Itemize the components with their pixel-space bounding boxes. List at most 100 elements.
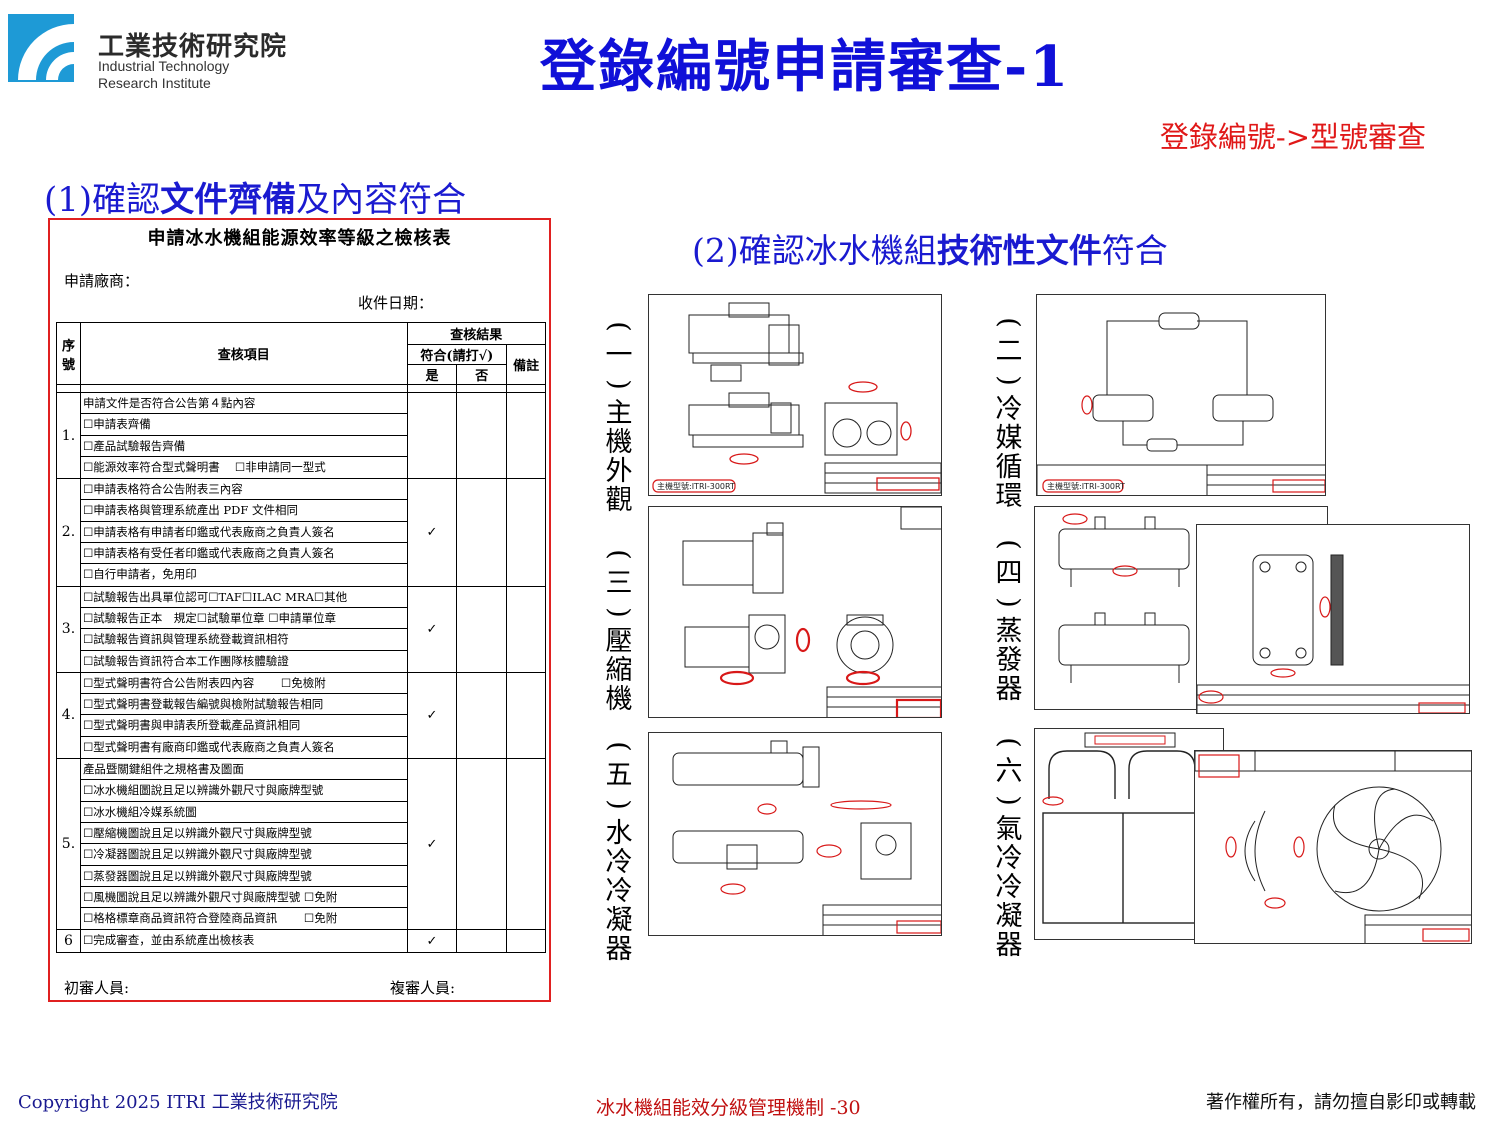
check-item-text: ☐能源效率符合型式聲明書 ☐非申請同一型式 — [82, 459, 326, 474]
checklist-row: 4.☐型式聲明書符合公告附表四內容 ☐免檢附☐型式聲明書登載報告編號與檢附試驗報… — [56, 671, 546, 760]
check-item-text: ☐申請表格有申請者印鑑或代表廠商之負責人簽名 — [80, 522, 407, 544]
model-tag: 主機型號:ITRI-300RT — [1047, 481, 1125, 491]
header-result: 查核結果 — [406, 322, 547, 345]
itri-logo-icon — [8, 14, 74, 82]
footer-page-title: 冰水機組能效分級管理機制 -30 — [596, 1097, 861, 1119]
air-condenser-diagram-b — [1195, 751, 1471, 943]
row-items: 產品暨關鍵組件之規格書及圖面☐冰水機組圖說且足以辨識外觀尺寸與廠牌型號☐冰水機組… — [79, 758, 408, 931]
row-number: 5. — [56, 758, 81, 931]
remark-cell — [506, 585, 546, 673]
drawing-label-main-unit: (一)主機外觀 — [603, 321, 635, 516]
no-cell — [456, 758, 508, 931]
remark-cell — [506, 929, 546, 953]
section-2-heading: (2)確認冰水機組技術性文件符合 — [692, 231, 1168, 270]
refrigerant-cycle-diagram: 主機型號:ITRI-300RT — [1037, 312, 1325, 495]
drawing-main-unit: 主機型號:ITRI-300RT — [648, 294, 942, 496]
logo-name-en-2: Research Institute — [98, 75, 211, 91]
no-cell — [456, 478, 508, 587]
check-item-text: ☐冰水機組冷媒系統圖 — [80, 802, 407, 823]
checklist-table: 序號 查核項目 查核結果 符合(請打√) 備註 是 否 1.申請文件是否符合公告… — [56, 322, 547, 953]
evaporator-diagram-b — [1197, 554, 1469, 713]
form-title: 申請冰水機組能源效率等級之檢核表 — [147, 228, 452, 249]
check-item-text: ☐蒸發器圖說且足以辨識外觀尺寸與廠牌型號 — [80, 866, 407, 887]
yes-cell: ✓ — [406, 671, 458, 760]
drawing-label-water-condenser: (五)水冷冷凝器 — [603, 741, 635, 965]
check-item-text: ☐自行申請者，免用印 — [82, 567, 197, 582]
applicant-label: 申請廠商： — [64, 272, 140, 290]
check-item-text: ☐型式聲明書登載報告編號與檢附試驗報告相同 — [80, 694, 407, 716]
check-item-text: 申請文件是否符合公告第４點內容 — [80, 393, 407, 415]
check-item-text: ☐完成審查，並由系統產出檢核表 — [82, 933, 255, 948]
remark-cell — [506, 671, 546, 760]
logo-name-en-1: Industrial Technology — [98, 58, 230, 74]
remark-cell — [506, 758, 546, 931]
row-number: 2. — [56, 478, 81, 587]
header-no: 否 — [456, 364, 508, 385]
check-item-text: ☐申請表格符合公告附表三內容 — [80, 479, 407, 501]
header-seq: 序號 — [56, 322, 81, 385]
yes-cell — [406, 391, 458, 480]
check-item-text: ☐產品試驗報告齊備 — [80, 436, 407, 457]
row-number: 3. — [56, 585, 81, 673]
first-reviewer-label: 初審人員: — [64, 979, 130, 997]
compressor-diagram — [682, 507, 941, 717]
remark-cell — [506, 478, 546, 587]
check-item-text: ☐冷凝器圖說且足以辨識外觀尺寸與廠牌型號 — [80, 844, 407, 866]
drawing-compressor — [648, 506, 942, 718]
checklist-row: 2.☐申請表格符合公告附表三內容☐申請表格與管理系統產出 PDF 文件相同☐申請… — [56, 478, 546, 587]
header-remark: 備註 — [506, 344, 546, 385]
water-condenser-diagram — [672, 740, 941, 935]
row-items: ☐試驗報告出具單位認可☐TAF☐ILAC MRA☐其他☐試驗報告正本 規定☐試驗… — [79, 585, 408, 673]
model-tag: 主機型號:ITRI-300RT — [657, 481, 735, 491]
checklist-body: 1.申請文件是否符合公告第４點內容☐申請表齊備☐產品試驗報告齊備☐能源效率符合型… — [56, 391, 546, 953]
check-item-text: 產品暨關鍵組件之規格書及圖面 — [80, 759, 407, 781]
yes-cell: ✓ — [406, 929, 458, 953]
page-title: 登錄編號申請審查-1 — [540, 34, 1071, 100]
no-cell — [456, 929, 508, 953]
check-item-text: ☐試驗報告資訊與管理系統登載資訊相符 — [80, 629, 407, 651]
drawing-air-condenser-b — [1194, 750, 1472, 944]
checklist-row: 6☐完成審查，並由系統產出檢核表✓ — [56, 929, 546, 953]
header-yes: 是 — [406, 364, 458, 385]
evaporator-diagram-a — [1058, 513, 1190, 683]
check-item-text: ☐試驗報告資訊符合本工作團隊核體驗證 — [82, 653, 289, 668]
yes-cell: ✓ — [406, 585, 458, 673]
row-items: ☐型式聲明書符合公告附表四內容 ☐免檢附☐型式聲明書登載報告編號與檢附試驗報告相… — [79, 671, 408, 760]
check-item-text: ☐型式聲明書符合公告附表四內容 ☐免檢附 — [80, 673, 407, 695]
footer-copyright: Copyright 2025 ITRI 工業技術研究院 — [18, 1092, 338, 1113]
check-item-text: ☐試驗報告正本 規定☐試驗單位章 ☐申請單位章 — [80, 608, 407, 630]
row-items: ☐申請表格符合公告附表三內容☐申請表格與管理系統產出 PDF 文件相同☐申請表格… — [79, 478, 408, 587]
check-item-text: ☐申請表格與管理系統產出 PDF 文件相同 — [80, 500, 407, 522]
header-conform: 符合(請打√) — [406, 344, 508, 365]
drawing-label-air-condenser: (六)氣冷冷凝器 — [993, 737, 1025, 961]
checklist-row: 1.申請文件是否符合公告第４點內容☐申請表齊備☐產品試驗報告齊備☐能源效率符合型… — [56, 391, 546, 480]
drawing-label-evaporator: (四)蒸發器 — [993, 539, 1025, 705]
check-item-text: ☐壓縮機圖說且足以辨識外觀尺寸與廠牌型號 — [80, 823, 407, 845]
row-number: 4. — [56, 671, 81, 760]
yes-cell: ✓ — [406, 478, 458, 587]
check-item-text: ☐風機圖說且足以辨識外觀尺寸與廠牌型號 ☐免附 — [80, 887, 407, 909]
header-item: 查核項目 — [79, 322, 408, 385]
main-unit-diagram: 主機型號:ITRI-300RT — [652, 302, 941, 494]
no-cell — [456, 391, 508, 480]
footer-notice: 著作權所有，請勿擅自影印或轉載 — [1206, 1092, 1476, 1113]
section-1-heading: (1)確認文件齊備及內容符合 — [44, 180, 467, 220]
page-subtitle: 登錄編號->型號審查 — [1159, 120, 1426, 154]
second-reviewer-label: 複審人員: — [390, 979, 456, 997]
drawing-label-compressor: (三)壓縮機 — [603, 549, 635, 715]
no-cell — [456, 671, 508, 760]
checklist-row: 5.產品暨關鍵組件之規格書及圖面☐冰水機組圖說且足以辨識外觀尺寸與廠牌型號☐冰水… — [56, 758, 546, 931]
yes-cell: ✓ — [406, 758, 458, 931]
check-item-text: ☐格格標章商品資訊符合登陸商品資訊 ☐免附 — [82, 911, 338, 926]
check-item-text: ☐型式聲明書有廠商印鑑或代表廠商之負責人簽名 — [82, 739, 335, 754]
row-items: 申請文件是否符合公告第４點內容☐申請表齊備☐產品試驗報告齊備 ☐能源效率符合型式聲… — [79, 391, 408, 480]
check-item-text: ☐申請表齊備 — [80, 414, 407, 436]
check-item-text: ☐申請表格有受任者印鑑或代表廠商之負責人簽名 — [80, 543, 407, 565]
checklist-form: 申請冰水機組能源效率等級之檢核表 申請廠商： 收件日期： 序號 查核項目 查核結… — [48, 218, 551, 1002]
drawing-water-condenser — [648, 732, 942, 936]
check-item-text: ☐冰水機組圖說且足以辨識外觀尺寸與廠牌型號 — [80, 780, 407, 802]
check-item-text: ☐試驗報告出具單位認可☐TAF☐ILAC MRA☐其他 — [80, 587, 407, 608]
remark-cell — [506, 391, 546, 480]
check-item-text: ☐型式聲明書與申請表所登載產品資訊相同 — [80, 715, 407, 737]
drawing-air-condenser-a — [1034, 728, 1224, 940]
